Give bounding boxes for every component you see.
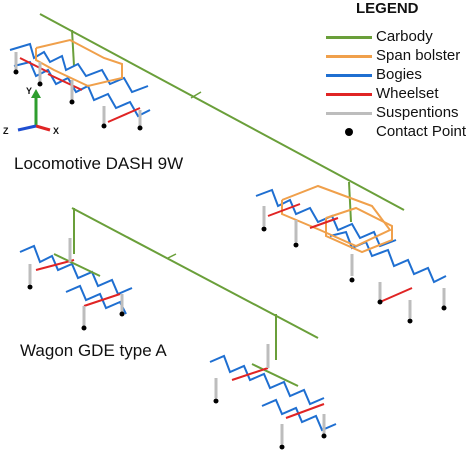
wagon-front-wheelset-2 <box>83 293 121 307</box>
legend-item-span-bolster: Span bolster <box>318 47 474 65</box>
loco-rear-bolster <box>281 184 392 248</box>
loco-front-bolster <box>35 38 123 88</box>
x-axis-arrow <box>35 124 51 132</box>
wagon-label: Wagon GDE type A <box>20 341 167 360</box>
z-axis-arrow <box>17 124 37 132</box>
locomotive-model <box>9 13 447 324</box>
legend-swatch-suspentions <box>326 112 372 115</box>
legend-label-carbody: Carbody <box>376 28 433 45</box>
loco-carbody-tick <box>190 91 202 99</box>
x-axis-label: X <box>53 126 59 136</box>
legend-item-bogies: Bogies <box>318 66 474 84</box>
loco-front-contact-4 <box>101 123 107 129</box>
legend-label-wheelset: Wheelset <box>376 85 439 102</box>
loco-rear-contact-3 <box>349 277 355 283</box>
wagon-front-wheelset-1 <box>35 259 75 271</box>
wagon-rear-bolster-line <box>251 363 299 387</box>
coordinate-axes: Y Z X <box>3 86 59 136</box>
loco-rear-contact-4 <box>377 299 383 305</box>
legend-label-bogies: Bogies <box>376 66 422 83</box>
loco-front-bogie <box>9 38 151 131</box>
loco-rear-contact-2 <box>293 242 299 248</box>
legend-label-contact-point: Contact Point <box>376 123 467 140</box>
wagon-front-bogie <box>19 238 133 331</box>
legend-swatch-bogies <box>326 74 372 77</box>
legend-swatch-carbody <box>326 36 372 39</box>
legend-swatch-span-bolster <box>326 55 372 58</box>
loco-front-contact-2 <box>37 81 43 87</box>
wagon-rear-wheelset-1 <box>231 367 269 381</box>
loco-rear-wheelset-2 <box>309 217 339 229</box>
y-axis-arrowhead <box>31 89 41 98</box>
wagon-rear-contact-2 <box>279 444 285 450</box>
wagon-front-contact-2 <box>81 325 87 331</box>
wagon-front-bogie-frame-lower <box>65 284 127 315</box>
loco-rear-bolster-2 <box>325 206 393 254</box>
wagon-front-contact-1 <box>27 284 33 290</box>
wagon-rear-bogie-frame-lower <box>261 398 337 432</box>
legend-item-contact-point: Contact Point <box>318 123 474 141</box>
wagon-model <box>19 207 337 450</box>
loco-front-contact-1 <box>13 69 19 75</box>
wagon-rear-contact-1 <box>213 398 219 404</box>
legend-dot-contact-point <box>345 128 353 136</box>
wagon-rear-bogie <box>209 344 337 450</box>
loco-carbody-beam <box>39 13 405 211</box>
loco-rear-wheelset-3 <box>379 287 413 303</box>
loco-front-contact-5 <box>137 125 143 131</box>
z-axis-label: Z <box>3 126 9 136</box>
loco-rear-contact-1 <box>261 226 267 232</box>
wagon-carbody-beam <box>71 207 319 339</box>
loco-rear-bogie <box>255 184 447 324</box>
loco-rear-contact-5 <box>407 318 413 324</box>
wagon-front-bolster-line <box>53 253 101 277</box>
legend-item-carbody: Carbody <box>318 28 474 46</box>
wagon-carbody-tick <box>167 253 177 259</box>
legend-label-suspentions: Suspentions <box>376 104 459 121</box>
legend-swatch-wheelset <box>326 93 372 96</box>
loco-carbody-post-front <box>71 29 75 67</box>
legend-item-suspentions: Suspentions <box>318 104 474 122</box>
loco-rear-contact-6 <box>441 305 447 311</box>
loco-rear-bogie-frame-lower <box>329 230 447 284</box>
loco-carbody-post-rear <box>348 181 352 223</box>
loco-front-wheelset-3 <box>107 107 141 123</box>
wagon-front-bogie-frame <box>19 244 133 296</box>
loco-front-wheelset-2 <box>47 73 83 91</box>
y-axis-label: Y <box>26 86 32 96</box>
wagon-front-contact-3 <box>119 311 125 317</box>
wagon-rear-contact-3 <box>321 433 327 439</box>
legend-label-span-bolster: Span bolster <box>376 47 461 64</box>
loco-rear-wheelset-1 <box>267 203 301 217</box>
locomotive-label: Locomotive DASH 9W <box>14 154 184 173</box>
loco-front-contact-3 <box>69 99 75 105</box>
legend-title: LEGEND <box>356 0 419 17</box>
loco-front-wheelset-1 <box>19 57 49 73</box>
legend-item-wheelset: Wheelset <box>318 85 474 103</box>
wagon-rear-bogie-frame <box>209 354 325 406</box>
wagon-rear-wheelset-2 <box>285 403 325 419</box>
